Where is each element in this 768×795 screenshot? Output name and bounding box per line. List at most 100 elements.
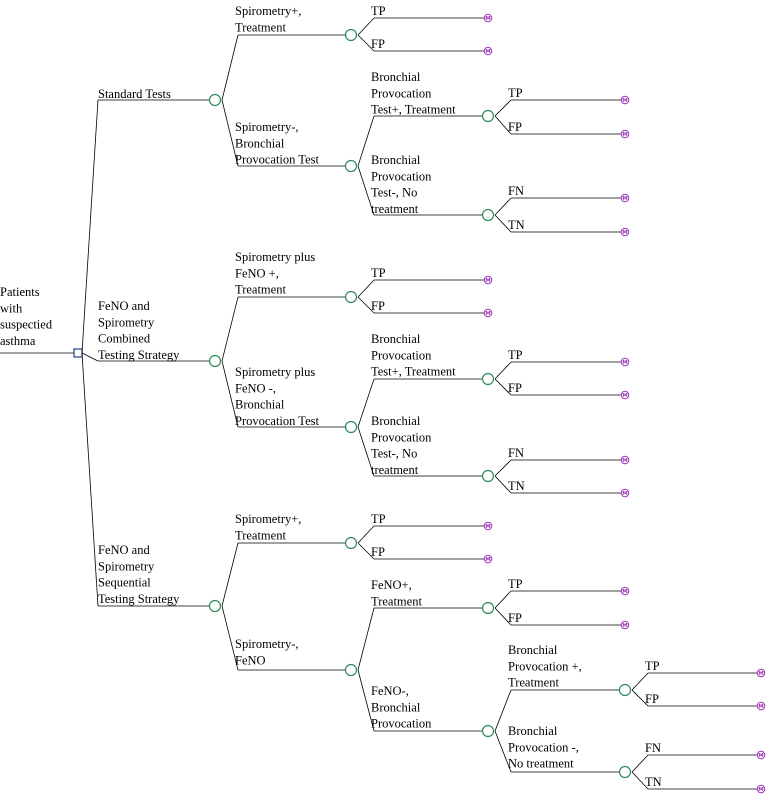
outcome-label-tn: TN (508, 479, 525, 493)
outcome-label-fn: FN (508, 184, 524, 198)
circle-chance-node-icon[interactable] (344, 663, 358, 677)
m-terminal-glyph: M (758, 671, 763, 677)
m-terminal-glyph: M (485, 278, 490, 284)
branch-connector-line (81, 352, 99, 607)
leaf-connector-line (357, 525, 375, 544)
outcome-label-fp: FP (508, 381, 522, 395)
branch-label-spirometry-treatment: Spirometry+,Treatment (235, 4, 301, 34)
circle-chance-node-icon[interactable] (481, 469, 495, 483)
m-terminal-node-icon (620, 620, 630, 630)
m-terminal-glyph: M (758, 704, 763, 710)
m-terminal-glyph: M (622, 230, 627, 236)
m-terminal-node-icon (756, 668, 766, 678)
circle-chance-node-icon[interactable] (344, 536, 358, 550)
m-terminal-glyph: M (622, 196, 627, 202)
m-terminal-glyph: M (622, 623, 627, 629)
branch-connector-line (494, 689, 512, 732)
m-terminal-node-icon (620, 455, 630, 465)
branch-connector-line (357, 115, 375, 167)
circle-chance-node-icon[interactable] (208, 599, 222, 613)
circle-chance-node-icon[interactable] (618, 765, 632, 779)
leaf-connector-line (357, 279, 375, 298)
m-terminal-node-icon (620, 586, 630, 596)
leaf-connector-line (631, 754, 649, 773)
outcome-label-fp: FP (371, 37, 385, 51)
circle-chance-node-icon[interactable] (618, 683, 632, 697)
circle-chance-node-icon[interactable] (208, 354, 222, 368)
outcome-label-tp: TP (371, 4, 386, 18)
leaf-connector-line (494, 475, 512, 494)
m-terminal-node-icon (756, 784, 766, 794)
m-terminal-node-icon (620, 357, 630, 367)
branch-connector-line (221, 99, 239, 167)
leaf-connector-line (494, 214, 512, 233)
outcome-label-fp: FP (645, 692, 659, 706)
leaf-connector-line (357, 34, 375, 52)
m-terminal-glyph: M (485, 16, 490, 22)
branch-connector-line (221, 360, 239, 428)
outcome-label-fp: FP (371, 299, 385, 313)
m-terminal-node-icon (483, 46, 493, 56)
branch-connector-line (221, 605, 239, 671)
circle-chance-node-icon[interactable] (481, 601, 495, 615)
outcome-label-tn: TN (645, 775, 662, 789)
leaf-connector-line (494, 378, 512, 396)
m-terminal-glyph: M (622, 393, 627, 399)
m-terminal-glyph: M (622, 491, 627, 497)
m-terminal-glyph: M (758, 787, 763, 793)
leaf-connector-line (494, 607, 512, 626)
m-terminal-node-icon (756, 750, 766, 760)
m-terminal-glyph: M (622, 360, 627, 366)
circle-chance-node-icon[interactable] (344, 290, 358, 304)
leaf-connector-line (631, 771, 649, 790)
leaf-connector-line (494, 459, 512, 477)
m-terminal-node-icon (756, 701, 766, 711)
branch-label-standard-tests: Standard Tests (98, 87, 171, 101)
circle-chance-node-icon[interactable] (481, 109, 495, 123)
branch-label-spirometry-treatment: Spirometry+,Treatment (235, 512, 301, 542)
outcome-label-tp: TP (508, 348, 523, 362)
branch-connector-line (81, 99, 99, 354)
circle-chance-node-icon[interactable] (344, 420, 358, 434)
branch-connector-line (357, 669, 375, 732)
branch-connector-line (221, 34, 239, 101)
m-terminal-glyph: M (485, 524, 490, 530)
square-decision-node-icon[interactable] (73, 348, 83, 358)
m-terminal-glyph: M (622, 589, 627, 595)
branch-label-spirometry-feno: Spirometry-,FeNO (235, 637, 299, 667)
leaf-connector-line (494, 115, 512, 135)
m-terminal-node-icon (620, 193, 630, 203)
m-terminal-glyph: M (622, 98, 627, 104)
leaf-connector-line (357, 17, 375, 36)
circle-chance-node-icon[interactable] (344, 28, 358, 42)
outcome-label-fn: FN (508, 446, 524, 460)
circle-chance-node-icon[interactable] (481, 724, 495, 738)
m-terminal-glyph: M (622, 132, 627, 138)
m-terminal-node-icon (483, 13, 493, 23)
circle-chance-node-icon[interactable] (481, 208, 495, 222)
circle-chance-node-icon[interactable] (344, 159, 358, 173)
outcome-label-fp: FP (508, 611, 522, 625)
m-terminal-node-icon (483, 521, 493, 531)
m-terminal-glyph: M (485, 557, 490, 563)
m-terminal-node-icon (483, 554, 493, 564)
leaf-connector-line (494, 99, 512, 117)
branch-connector-line (357, 165, 375, 216)
branch-connector-line (357, 378, 375, 428)
branch-connector-line (357, 607, 375, 671)
circle-chance-node-icon[interactable] (208, 93, 222, 107)
circle-chance-node-icon[interactable] (481, 372, 495, 386)
leaf-connector-line (357, 296, 375, 314)
branch-label-feno-treatment: FeNO+,Treatment (371, 578, 422, 608)
